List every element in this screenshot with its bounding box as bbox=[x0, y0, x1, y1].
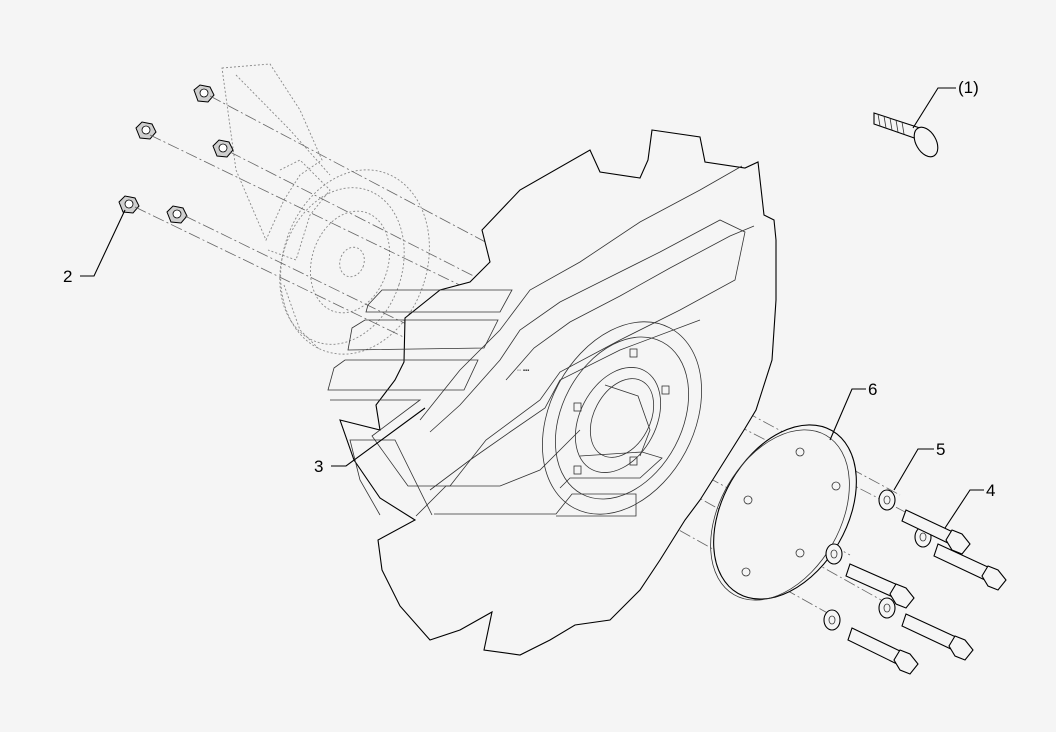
callout-label-1: (1) bbox=[958, 78, 979, 97]
callout-2: 2 bbox=[63, 209, 126, 286]
nut bbox=[118, 195, 140, 214]
callout-label-5: 5 bbox=[936, 440, 945, 459]
callout-5: 5 bbox=[893, 440, 945, 491]
hub-stamp-marking: ◦◦ ▪▪▪ bbox=[517, 368, 529, 374]
callout-label-6: 6 bbox=[868, 380, 877, 399]
washer bbox=[825, 543, 843, 565]
washer bbox=[878, 597, 896, 619]
washer bbox=[878, 489, 896, 511]
hex-bolt bbox=[901, 613, 974, 661]
hex-bolt bbox=[847, 627, 919, 675]
lock-nuts bbox=[118, 84, 234, 224]
hex-bolt bbox=[901, 509, 971, 555]
callout-label-2: 2 bbox=[63, 267, 72, 286]
carriage-bolt bbox=[873, 112, 939, 158]
callout-4: 4 bbox=[944, 481, 995, 529]
callout-3: 3 bbox=[314, 407, 426, 476]
notched-disc: ◦◦ ▪▪▪ bbox=[327, 129, 777, 656]
nut bbox=[135, 121, 157, 140]
callout-label-3: 3 bbox=[314, 457, 323, 476]
ghost-hub-assembly bbox=[221, 63, 430, 355]
nut bbox=[212, 139, 234, 158]
hex-bolt bbox=[933, 543, 1007, 591]
washer bbox=[823, 609, 841, 631]
cover-plate bbox=[710, 424, 857, 601]
nut bbox=[193, 84, 215, 103]
nut bbox=[166, 205, 188, 224]
callout-1: (1) bbox=[912, 78, 979, 129]
hex-bolts bbox=[845, 509, 1007, 675]
hex-bolt bbox=[845, 563, 915, 609]
callout-label-4: 4 bbox=[986, 481, 995, 500]
callout-6: 6 bbox=[829, 380, 877, 441]
